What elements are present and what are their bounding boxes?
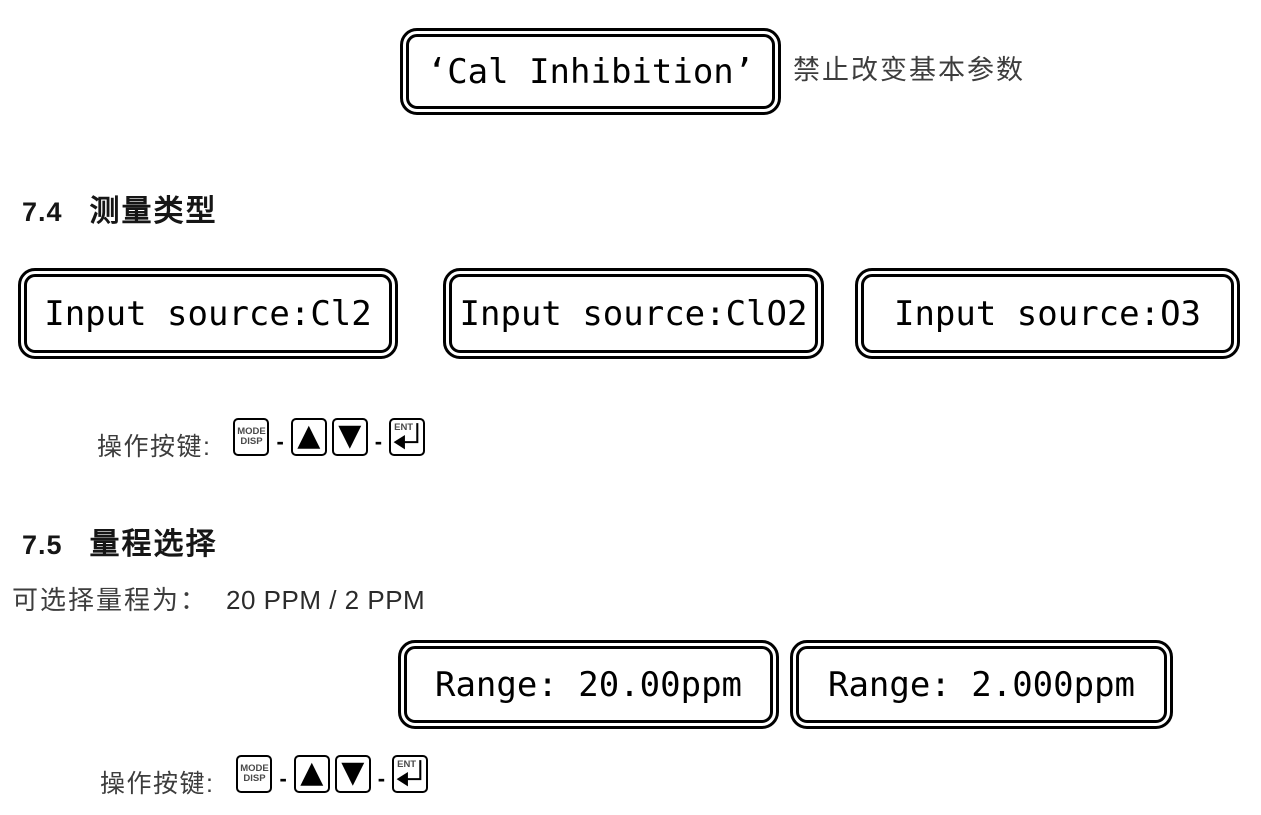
operation-keys-label: 操作按键: xyxy=(97,433,212,462)
range-options-label: 可选择量程为： xyxy=(12,585,209,615)
down-triangle-icon: ▼ xyxy=(338,418,362,453)
lcd-display-cal-inhibition: ‘Cal Inhibition’ xyxy=(400,28,781,115)
lcd-inner-frame: Input source:ClO2 xyxy=(449,274,818,353)
ent-key-text: ENT xyxy=(394,422,414,433)
cal-inhibition-note: 禁止改变基本参数 xyxy=(793,55,1025,85)
key-separator: - xyxy=(374,429,383,454)
lcd-inner-frame: Range: 20.00ppm xyxy=(404,646,773,723)
section-heading-7-5: 7.5 量程选择 xyxy=(22,519,218,563)
up-triangle-icon: ▲ xyxy=(300,755,324,790)
lcd-inner-frame: ‘Cal Inhibition’ xyxy=(406,34,775,109)
lcd-inner-frame: Input source:O3 xyxy=(861,274,1234,353)
lcd-text-range-20ppm: Range: 20.00ppm xyxy=(434,664,743,705)
lcd-text-range-2ppm: Range: 2.000ppm xyxy=(827,664,1136,705)
lcd-text-input-o3: Input source:O3 xyxy=(893,293,1202,334)
up-triangle-icon: ▲ xyxy=(297,418,321,453)
section-title: 测量类型 xyxy=(89,195,218,228)
lcd-display-range-2ppm: Range: 2.000ppm xyxy=(790,640,1173,729)
operation-keys-row-2: 操作按键: MODE DISP - ▲ ▼ - ENT xyxy=(100,751,429,799)
disp-key-text: DISP xyxy=(240,436,263,447)
down-arrow-key-icon: ▼ xyxy=(334,755,371,793)
range-options-value: 20 PPM / 2 PPM xyxy=(226,585,426,615)
enter-arrow-icon xyxy=(393,423,419,450)
lcd-text-input-clo2: Input source:ClO2 xyxy=(459,293,808,334)
mode-disp-key-icon: MODE DISP xyxy=(233,418,270,456)
ent-key-icon: ENT xyxy=(389,418,426,456)
section-number: 7.5 xyxy=(22,530,63,560)
up-arrow-key-icon: ▲ xyxy=(290,418,327,456)
lcd-display-input-cl2: Input source:Cl2 xyxy=(18,268,398,359)
disp-key-text: DISP xyxy=(243,773,266,784)
enter-arrow-icon xyxy=(396,760,422,787)
down-arrow-key-icon: ▼ xyxy=(331,418,368,456)
lcd-display-range-20ppm: Range: 20.00ppm xyxy=(398,640,779,729)
range-options-line: 可选择量程为： 20 PPM / 2 PPM xyxy=(12,580,425,617)
mode-disp-key-icon: MODE DISP xyxy=(236,755,273,793)
mode-key-text: MODE xyxy=(240,763,269,775)
ent-key-text: ENT xyxy=(397,759,417,770)
up-arrow-key-icon: ▲ xyxy=(293,755,330,793)
section-title: 量程选择 xyxy=(89,528,218,561)
lcd-inner-frame: Range: 2.000ppm xyxy=(796,646,1167,723)
down-triangle-icon: ▼ xyxy=(341,755,365,790)
section-number: 7.4 xyxy=(22,197,63,227)
mode-key-text: MODE xyxy=(237,426,266,438)
lcd-text-cal-inhibition: ‘Cal Inhibition’ xyxy=(426,51,755,92)
key-separator: - xyxy=(279,766,287,791)
lcd-inner-frame: Input source:Cl2 xyxy=(24,274,392,353)
operation-keys-row-1: 操作按键: MODE DISP - ▲ ▼ - ENT xyxy=(97,414,426,462)
key-separator: - xyxy=(377,766,386,791)
section-heading-7-4: 7.4 测量类型 xyxy=(22,186,218,230)
operation-keys-label: 操作按键: xyxy=(100,770,215,799)
key-separator: - xyxy=(276,429,284,454)
lcd-text-input-cl2: Input source:Cl2 xyxy=(44,293,372,334)
ent-key-icon: ENT xyxy=(392,755,429,793)
lcd-display-input-o3: Input source:O3 xyxy=(855,268,1240,359)
lcd-display-input-clo2: Input source:ClO2 xyxy=(443,268,824,359)
